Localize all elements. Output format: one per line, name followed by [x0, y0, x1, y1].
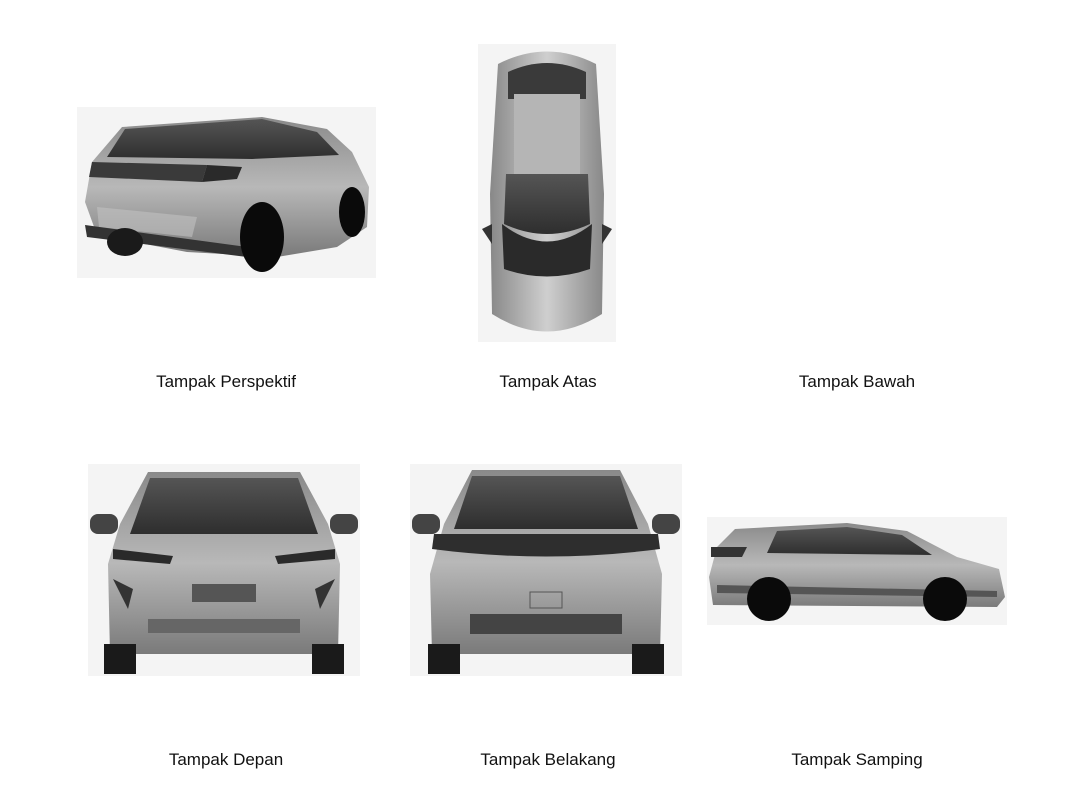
rear-view-image — [410, 464, 682, 676]
front-view-image — [88, 464, 360, 676]
side-view-image — [707, 517, 1007, 625]
caption-rear: Tampak Belakang — [480, 750, 616, 769]
caption-side: Tampak Samping — [791, 750, 923, 769]
caption-bottom: Tampak Bawah — [798, 372, 916, 391]
perspective-view-image — [77, 107, 376, 278]
top-view-image — [478, 44, 616, 342]
caption-top: Tampak Atas — [499, 372, 597, 391]
caption-perspective: Tampak Perspektif — [156, 372, 296, 391]
caption-front: Tampak Depan — [168, 750, 284, 769]
